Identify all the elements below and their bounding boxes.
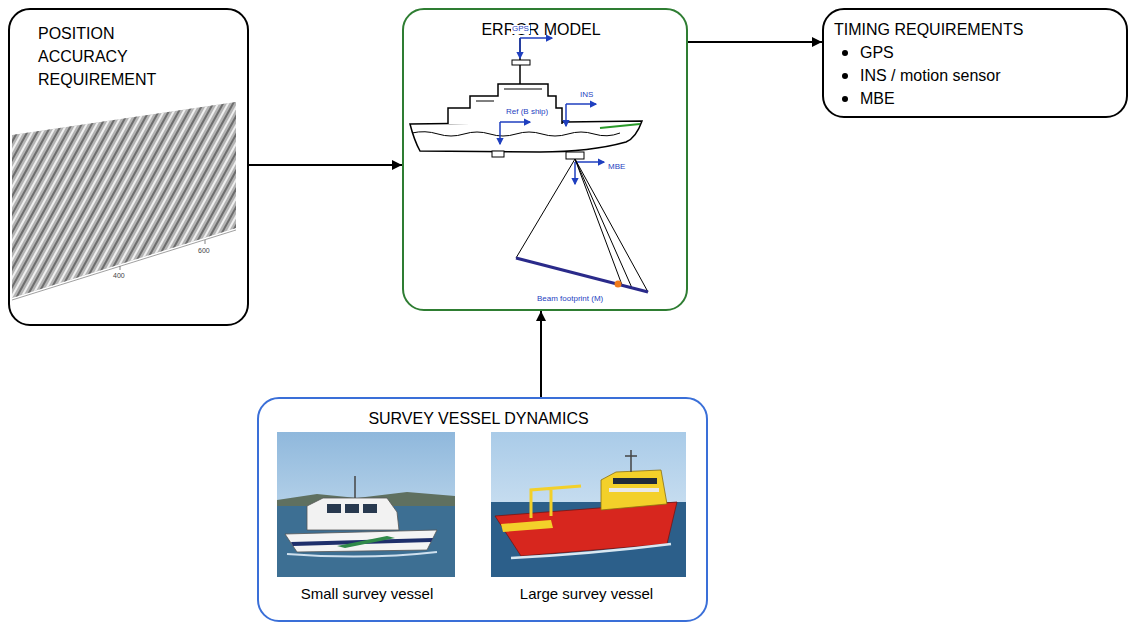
ripple-line xyxy=(145,100,255,300)
ripple-line xyxy=(215,100,325,300)
frame-label: INS xyxy=(579,91,594,100)
ripple-line xyxy=(130,100,240,300)
frame-label: MBE xyxy=(607,163,626,172)
ripple-line xyxy=(85,100,195,300)
ripple-line xyxy=(65,100,175,300)
bullet-dot xyxy=(842,96,848,102)
arrow-connector xyxy=(249,164,402,166)
photo-caption: Small survey vessel xyxy=(269,582,465,605)
ripple-line xyxy=(30,100,140,300)
ripple-line xyxy=(80,100,190,300)
ripple-line xyxy=(240,100,350,300)
ripple-line xyxy=(20,100,130,300)
seabed-image xyxy=(0,100,365,300)
ripple-line xyxy=(35,100,145,300)
ripple-line xyxy=(115,100,225,300)
large-vessel-photo xyxy=(491,432,686,577)
ripple-line xyxy=(50,100,160,300)
ripple-line xyxy=(0,100,110,300)
axis-tick-label: 600 xyxy=(197,247,211,255)
ripple-line xyxy=(250,100,360,300)
ripple-line xyxy=(160,100,270,300)
ripple-line xyxy=(180,100,290,300)
bullet-item: GPS xyxy=(860,41,894,64)
ripple-line xyxy=(75,100,185,300)
input-box: SURVEY VESSEL DYNAMICS Small survey vesse… xyxy=(257,397,708,622)
ripple-line xyxy=(0,100,5,300)
ripple-line xyxy=(165,100,275,300)
ripple-line xyxy=(125,100,235,300)
beam-fan xyxy=(516,159,648,292)
ripple-line xyxy=(230,100,340,300)
ripple-line xyxy=(195,100,305,300)
box-title: SURVEY VESSEL DYNAMICS xyxy=(259,407,698,430)
bullet-dot xyxy=(842,73,848,79)
output-box: TIMING REQUIREMENTSGPSINS / motion senso… xyxy=(822,8,1128,118)
ripple-line xyxy=(150,100,260,300)
bullet-dot xyxy=(842,50,848,56)
ripple-line xyxy=(175,100,285,300)
ripple-line xyxy=(120,100,230,300)
ripple-line xyxy=(45,100,155,300)
box-title: TIMING REQUIREMENTS xyxy=(834,18,1023,41)
ripple-line xyxy=(70,100,180,300)
ripple-line xyxy=(40,100,150,300)
ripple-line xyxy=(105,100,215,300)
ripple-line xyxy=(25,100,135,300)
ripple-line xyxy=(210,100,320,300)
ripple-line xyxy=(245,100,355,300)
arrow-connector xyxy=(540,311,542,397)
coordinate-frames xyxy=(500,38,604,184)
model-box: ERROR MODEL xyxy=(402,8,688,311)
ripple-line xyxy=(55,100,165,300)
ripple-line xyxy=(205,100,315,300)
arrow-connector xyxy=(688,41,822,43)
bullet-item: MBE xyxy=(860,87,895,110)
ripple-line xyxy=(170,100,280,300)
requirement-box: POSITION ACCURACY REQUIREMENT xyxy=(8,8,249,326)
photo-caption: Large survey vessel xyxy=(485,582,688,605)
ripple-line xyxy=(10,100,120,300)
ripple-line xyxy=(140,100,250,300)
ripple-line xyxy=(255,100,365,300)
bullet-item: INS / motion sensor xyxy=(860,64,1001,87)
frame-label: GPS xyxy=(511,25,530,34)
ripple-line xyxy=(5,100,115,300)
ripple-line xyxy=(135,100,245,300)
small-vessel-photo xyxy=(277,432,455,577)
ripple-line xyxy=(60,100,170,300)
ripple-line xyxy=(225,100,335,300)
ripple-line xyxy=(110,100,220,300)
frame-label: Beam footprint (M) xyxy=(536,295,604,304)
ripple-line xyxy=(235,100,345,300)
ripple-line xyxy=(185,100,295,300)
ripple-line xyxy=(200,100,310,300)
ripple-line xyxy=(95,100,205,300)
frame-label: Ref (B ship) xyxy=(505,108,549,117)
ripple-line xyxy=(100,100,210,300)
ripple-line xyxy=(190,100,300,300)
axis-tick-label: 400 xyxy=(112,272,126,280)
box-title: POSITION ACCURACY REQUIREMENT xyxy=(38,22,188,91)
ship-schematic xyxy=(410,38,642,159)
box-title: ERROR MODEL xyxy=(404,18,678,41)
ripple-line xyxy=(220,100,330,300)
ripple-line xyxy=(90,100,200,300)
